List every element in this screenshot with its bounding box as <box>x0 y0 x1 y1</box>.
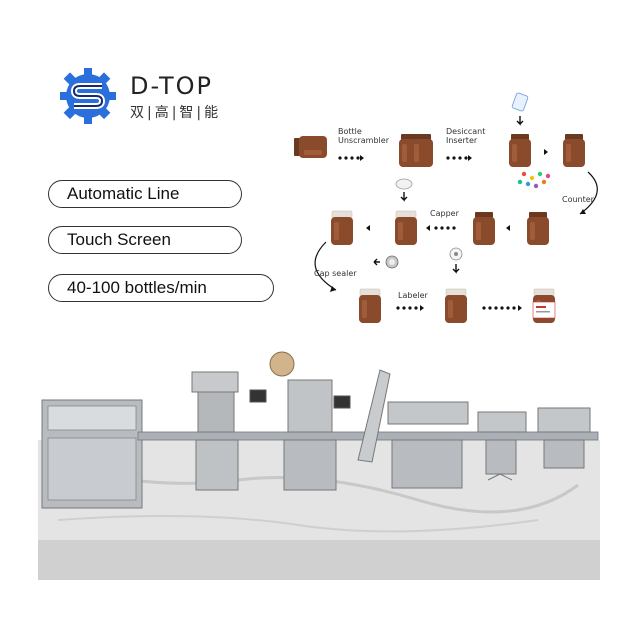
arrow <box>426 225 456 231</box>
label-bottle-unscrambler-line: Unscrambler <box>338 136 390 145</box>
label-desiccant-inserter-line: Desiccant <box>446 127 485 136</box>
arrow-down <box>452 264 460 274</box>
curved-arrow <box>314 241 337 291</box>
arrow-down <box>400 192 408 202</box>
brand-name-chinese: 双|高|智|能 <box>130 105 222 121</box>
feature-pill-automatic-line: Automatic Line <box>48 180 242 208</box>
label-desiccant-inserter-line: Inserter <box>446 136 478 145</box>
label-roll-icon <box>449 247 463 261</box>
arrow <box>366 225 370 231</box>
label-labeler: Labeler <box>398 291 429 300</box>
arrow <box>544 149 548 155</box>
bottle-labeled <box>532 288 556 324</box>
bottle-sealed <box>444 288 468 324</box>
tablets-icon <box>517 171 551 189</box>
bottle-filled <box>527 212 549 245</box>
production-line-illustration <box>38 351 600 580</box>
arrow <box>396 305 424 311</box>
feature-pill-touch-screen: Touch Screen <box>48 226 242 254</box>
machine-bottle-unscrambler <box>41 399 143 509</box>
desiccant-packet-icon <box>511 92 529 112</box>
machine-capper <box>357 369 469 489</box>
label-capper: Capper <box>430 209 460 218</box>
brand-name: D-TOP <box>130 72 213 100</box>
arrow <box>446 155 472 161</box>
arrowhead <box>330 286 336 292</box>
seal-foil-icon <box>385 255 399 269</box>
touch-screen-panel <box>249 389 267 403</box>
arrow <box>482 305 522 311</box>
feature-pill-speed: 40-100 bottles/min <box>48 274 274 302</box>
bottle-filled <box>473 212 495 245</box>
bottle-upright <box>509 134 531 167</box>
bottle-upright <box>563 134 585 167</box>
arrow-down <box>516 116 524 126</box>
gear-logo-icon <box>60 68 116 124</box>
bottle-capped <box>394 210 418 246</box>
cap-icon <box>395 178 413 190</box>
floor-edge <box>38 540 600 580</box>
machine-labeler <box>537 407 591 469</box>
company-logo: D-TOP 双|高|智|能 <box>58 66 238 126</box>
machine-cap-sealer <box>477 411 527 481</box>
bottle-capped <box>330 210 354 246</box>
label-cap-sealer: Cap sealer <box>314 269 357 278</box>
machine-desiccant-inserter <box>269 351 351 491</box>
bottle-sealed <box>358 288 382 324</box>
curved-arrow <box>579 171 598 215</box>
arrowhead <box>580 209 586 214</box>
arrow <box>373 258 380 266</box>
arrow <box>338 155 364 161</box>
label-bottle-unscrambler-line: Bottle <box>338 127 362 136</box>
bottle-lying <box>294 136 327 158</box>
arrow <box>506 225 510 231</box>
machine-counter <box>191 371 267 491</box>
marble-vein <box>57 515 539 533</box>
bottle-upright <box>411 134 433 167</box>
label-counter: Counter <box>562 195 595 204</box>
